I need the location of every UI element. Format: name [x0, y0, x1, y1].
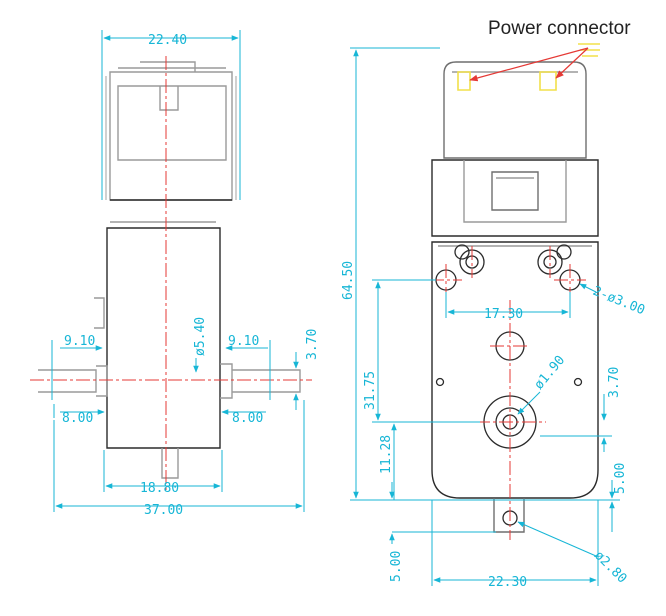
- right-view-holes: [435, 244, 583, 526]
- dim-top-width: 22.40: [148, 33, 187, 48]
- dim-total-width: 37.00: [144, 503, 183, 518]
- dim-5-00-left: 5.00: [389, 551, 404, 582]
- dim-5-00-right: 5.00: [613, 463, 628, 494]
- left-view-motor: [38, 61, 301, 479]
- power-connector-label: Power connector: [488, 18, 631, 39]
- dim-shaft-left: 9.10: [64, 334, 95, 349]
- dim-mount-holes: 2-ø3.00: [591, 284, 647, 318]
- dim-shaft-height: 3.70: [305, 329, 320, 360]
- dim-h-3-70: 3.70: [607, 367, 622, 398]
- dim-tab-width: 22.30: [488, 575, 527, 590]
- left-view-dimensions: [51, 30, 305, 512]
- dim-31-75: 31.75: [363, 371, 378, 410]
- power-connector-arrows: [469, 47, 589, 82]
- dim-total-height: 64.50: [341, 261, 356, 300]
- dim-11-28: 11.28: [379, 435, 394, 474]
- right-view-center-lines: [430, 246, 586, 540]
- right-view-dimensions: [350, 47, 620, 586]
- dim-mount-spacing: 17.30: [484, 307, 523, 322]
- power-connector-highlights: [457, 43, 600, 91]
- dim-tab-hole: ø2.80: [591, 548, 629, 586]
- dim-offset-left: 8.00: [62, 411, 93, 426]
- dim-offset-right: 8.00: [232, 411, 263, 426]
- right-view-motor: [431, 61, 599, 533]
- dim-small-dia: ø1.90: [532, 353, 569, 393]
- dim-hole-dia: ø5.40: [193, 317, 208, 356]
- left-view-center-lines: [30, 56, 312, 490]
- dim-body-width: 18.80: [140, 481, 179, 496]
- dim-shaft-right: 9.10: [228, 334, 259, 349]
